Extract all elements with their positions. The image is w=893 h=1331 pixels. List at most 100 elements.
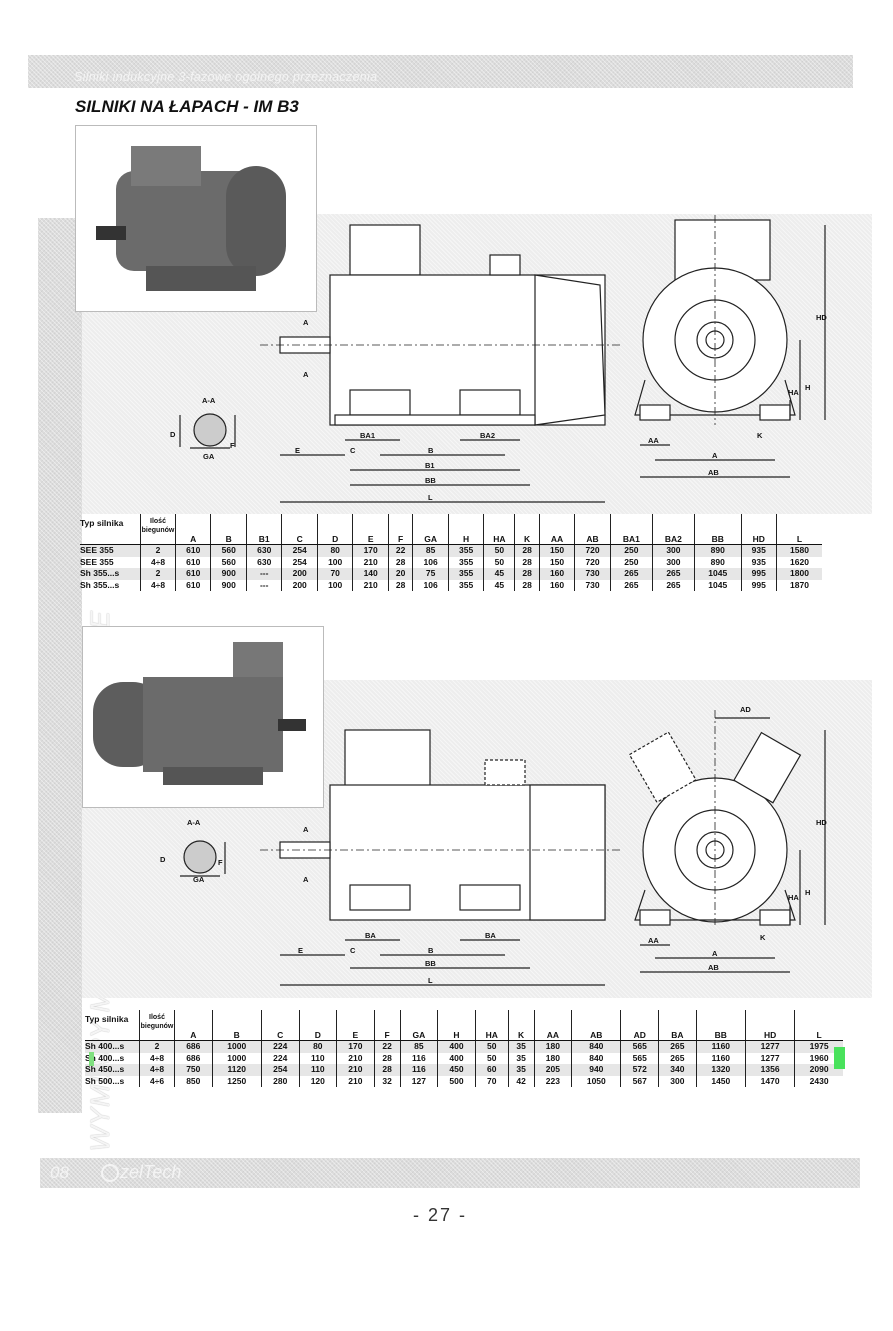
table1-header-HA: HA <box>483 514 515 545</box>
table-cell: 560 <box>210 544 247 557</box>
table-cell: 170 <box>336 1040 375 1053</box>
table-cell: --- <box>245 579 282 591</box>
dimension-drawing-1: A-A A A D F GA E BA1 C B BA2 B1 BB L AA … <box>170 215 827 503</box>
table-cell: 265 <box>658 1052 697 1064</box>
table-cell: 1000 <box>211 1040 262 1053</box>
footer-section-number: 08 <box>50 1163 69 1182</box>
table-cell: 75 <box>412 568 449 580</box>
table-cell: 450 <box>437 1064 476 1076</box>
table1-header-K: K <box>514 514 540 545</box>
dim2-E: E <box>298 946 303 955</box>
table-cell: 100 <box>316 556 353 568</box>
table-cell: 935 <box>740 544 777 557</box>
dim2-L: L <box>428 976 433 985</box>
table2-header-B: B <box>211 1010 262 1041</box>
table-cell: 850 <box>174 1075 213 1087</box>
dim1-B1: B1 <box>425 461 435 470</box>
side-band: WYMIARY MONTAŻOWE I GABARYTOWE <box>38 218 115 1152</box>
table-cell: 2090 <box>794 1064 843 1076</box>
table-cell: 630 <box>245 544 282 557</box>
table-cell: 1160 <box>695 1052 746 1064</box>
table-cell: 35 <box>507 1040 535 1053</box>
table-cell: 35 <box>507 1052 535 1064</box>
table-cell: Sh 355...s <box>80 579 120 590</box>
table1-header-F: F <box>387 514 413 545</box>
table2-header-type: Typ silnika <box>85 1010 140 1041</box>
page-title: SILNIKI NA ŁAPACH - IM B3 <box>75 97 299 116</box>
table-cell: 500 <box>437 1075 476 1087</box>
highlighter-mark-left <box>89 1052 94 1066</box>
table-cell: 686 <box>174 1052 213 1064</box>
dim1-GA: GA <box>203 452 215 461</box>
table2-header-D: D <box>298 1010 337 1041</box>
table-cell: 180 <box>533 1040 572 1053</box>
dim1-A: A <box>712 451 718 460</box>
table-cell: 1320 <box>695 1064 746 1076</box>
table-cell: 100 <box>316 579 353 591</box>
table-cell: 254 <box>281 544 318 557</box>
table-cell: 254 <box>281 556 318 568</box>
table-cell: 28 <box>514 568 540 580</box>
table-cell: 280 <box>260 1075 299 1087</box>
table-cell: 995 <box>740 568 777 580</box>
table2-header-BB: BB <box>695 1010 746 1041</box>
dim2-A: A <box>712 949 718 958</box>
dim1-BA2: BA2 <box>480 431 495 440</box>
table2-header-poles: Ilość biegunów <box>139 1010 175 1041</box>
table1-header-GA: GA <box>412 514 449 545</box>
table-cell: 116 <box>399 1052 438 1064</box>
table-cell: 630 <box>245 556 282 568</box>
table1-header-C: C <box>281 514 318 545</box>
shaft-mark-1a: A <box>303 318 309 327</box>
table-cell: 50 <box>483 556 515 568</box>
motor-photo-1-drawing <box>96 146 286 291</box>
table-cell: 22 <box>387 544 413 557</box>
table-cell: 1120 <box>211 1064 262 1076</box>
table-cell: 940 <box>571 1064 621 1076</box>
table2-header-C: C <box>260 1010 299 1041</box>
table-cell: 210 <box>352 579 389 591</box>
table-cell: 70 <box>316 568 353 580</box>
table-cell: 45 <box>483 579 515 591</box>
table-cell: Sh 500...s <box>85 1075 125 1086</box>
table1-header-AB: AB <box>574 514 611 545</box>
dim2-AB: AB <box>708 963 719 972</box>
table-cell: 890 <box>693 544 742 557</box>
dimensions-table-1: Typ silnika Ilość biegunów A B B1 C D E … <box>80 514 822 591</box>
table-cell: 205 <box>533 1064 572 1076</box>
table2-header-K: K <box>507 1010 535 1041</box>
table2-header-E: E <box>336 1010 375 1041</box>
table-cell: 45 <box>483 568 515 580</box>
table-cell: SEE 355 <box>80 544 141 557</box>
dimensions-table-2: Typ silnika Ilość biegunów A B C D E F G… <box>85 1010 843 1087</box>
table1-header-B1: B1 <box>245 514 282 545</box>
table-cell: Sh 355...s <box>80 568 141 580</box>
table-cell: 610 <box>174 544 211 557</box>
table-cell: 150 <box>538 544 575 557</box>
table-cell: 995 <box>740 579 777 591</box>
dim1-K: K <box>757 431 763 440</box>
table-cell: 265 <box>658 1040 697 1053</box>
table-cell: 223 <box>533 1075 572 1087</box>
table-cell: 1356 <box>744 1064 795 1076</box>
table-cell: 900 <box>210 568 247 580</box>
table-cell: 254 <box>260 1064 299 1076</box>
dim2-BA-right: BA <box>485 931 496 940</box>
shaft-mark-1b: A <box>303 370 309 379</box>
table-cell: 150 <box>538 556 575 568</box>
dim1-BB: BB <box>425 476 436 485</box>
table-cell: 565 <box>620 1052 659 1064</box>
dim1-H: H <box>805 383 810 392</box>
table-cell: 355 <box>447 568 484 580</box>
shaft-mark-2b: A <box>303 875 309 884</box>
table-cell: --- <box>245 568 282 580</box>
table-cell: 106 <box>412 579 449 591</box>
table-cell: 50 <box>474 1040 509 1053</box>
table-cell: 200 <box>281 568 318 580</box>
table-cell: 28 <box>514 579 540 591</box>
table1-header-row: Typ silnika Ilość biegunów A B B1 C D E … <box>80 514 822 545</box>
table-cell: 730 <box>574 568 611 580</box>
